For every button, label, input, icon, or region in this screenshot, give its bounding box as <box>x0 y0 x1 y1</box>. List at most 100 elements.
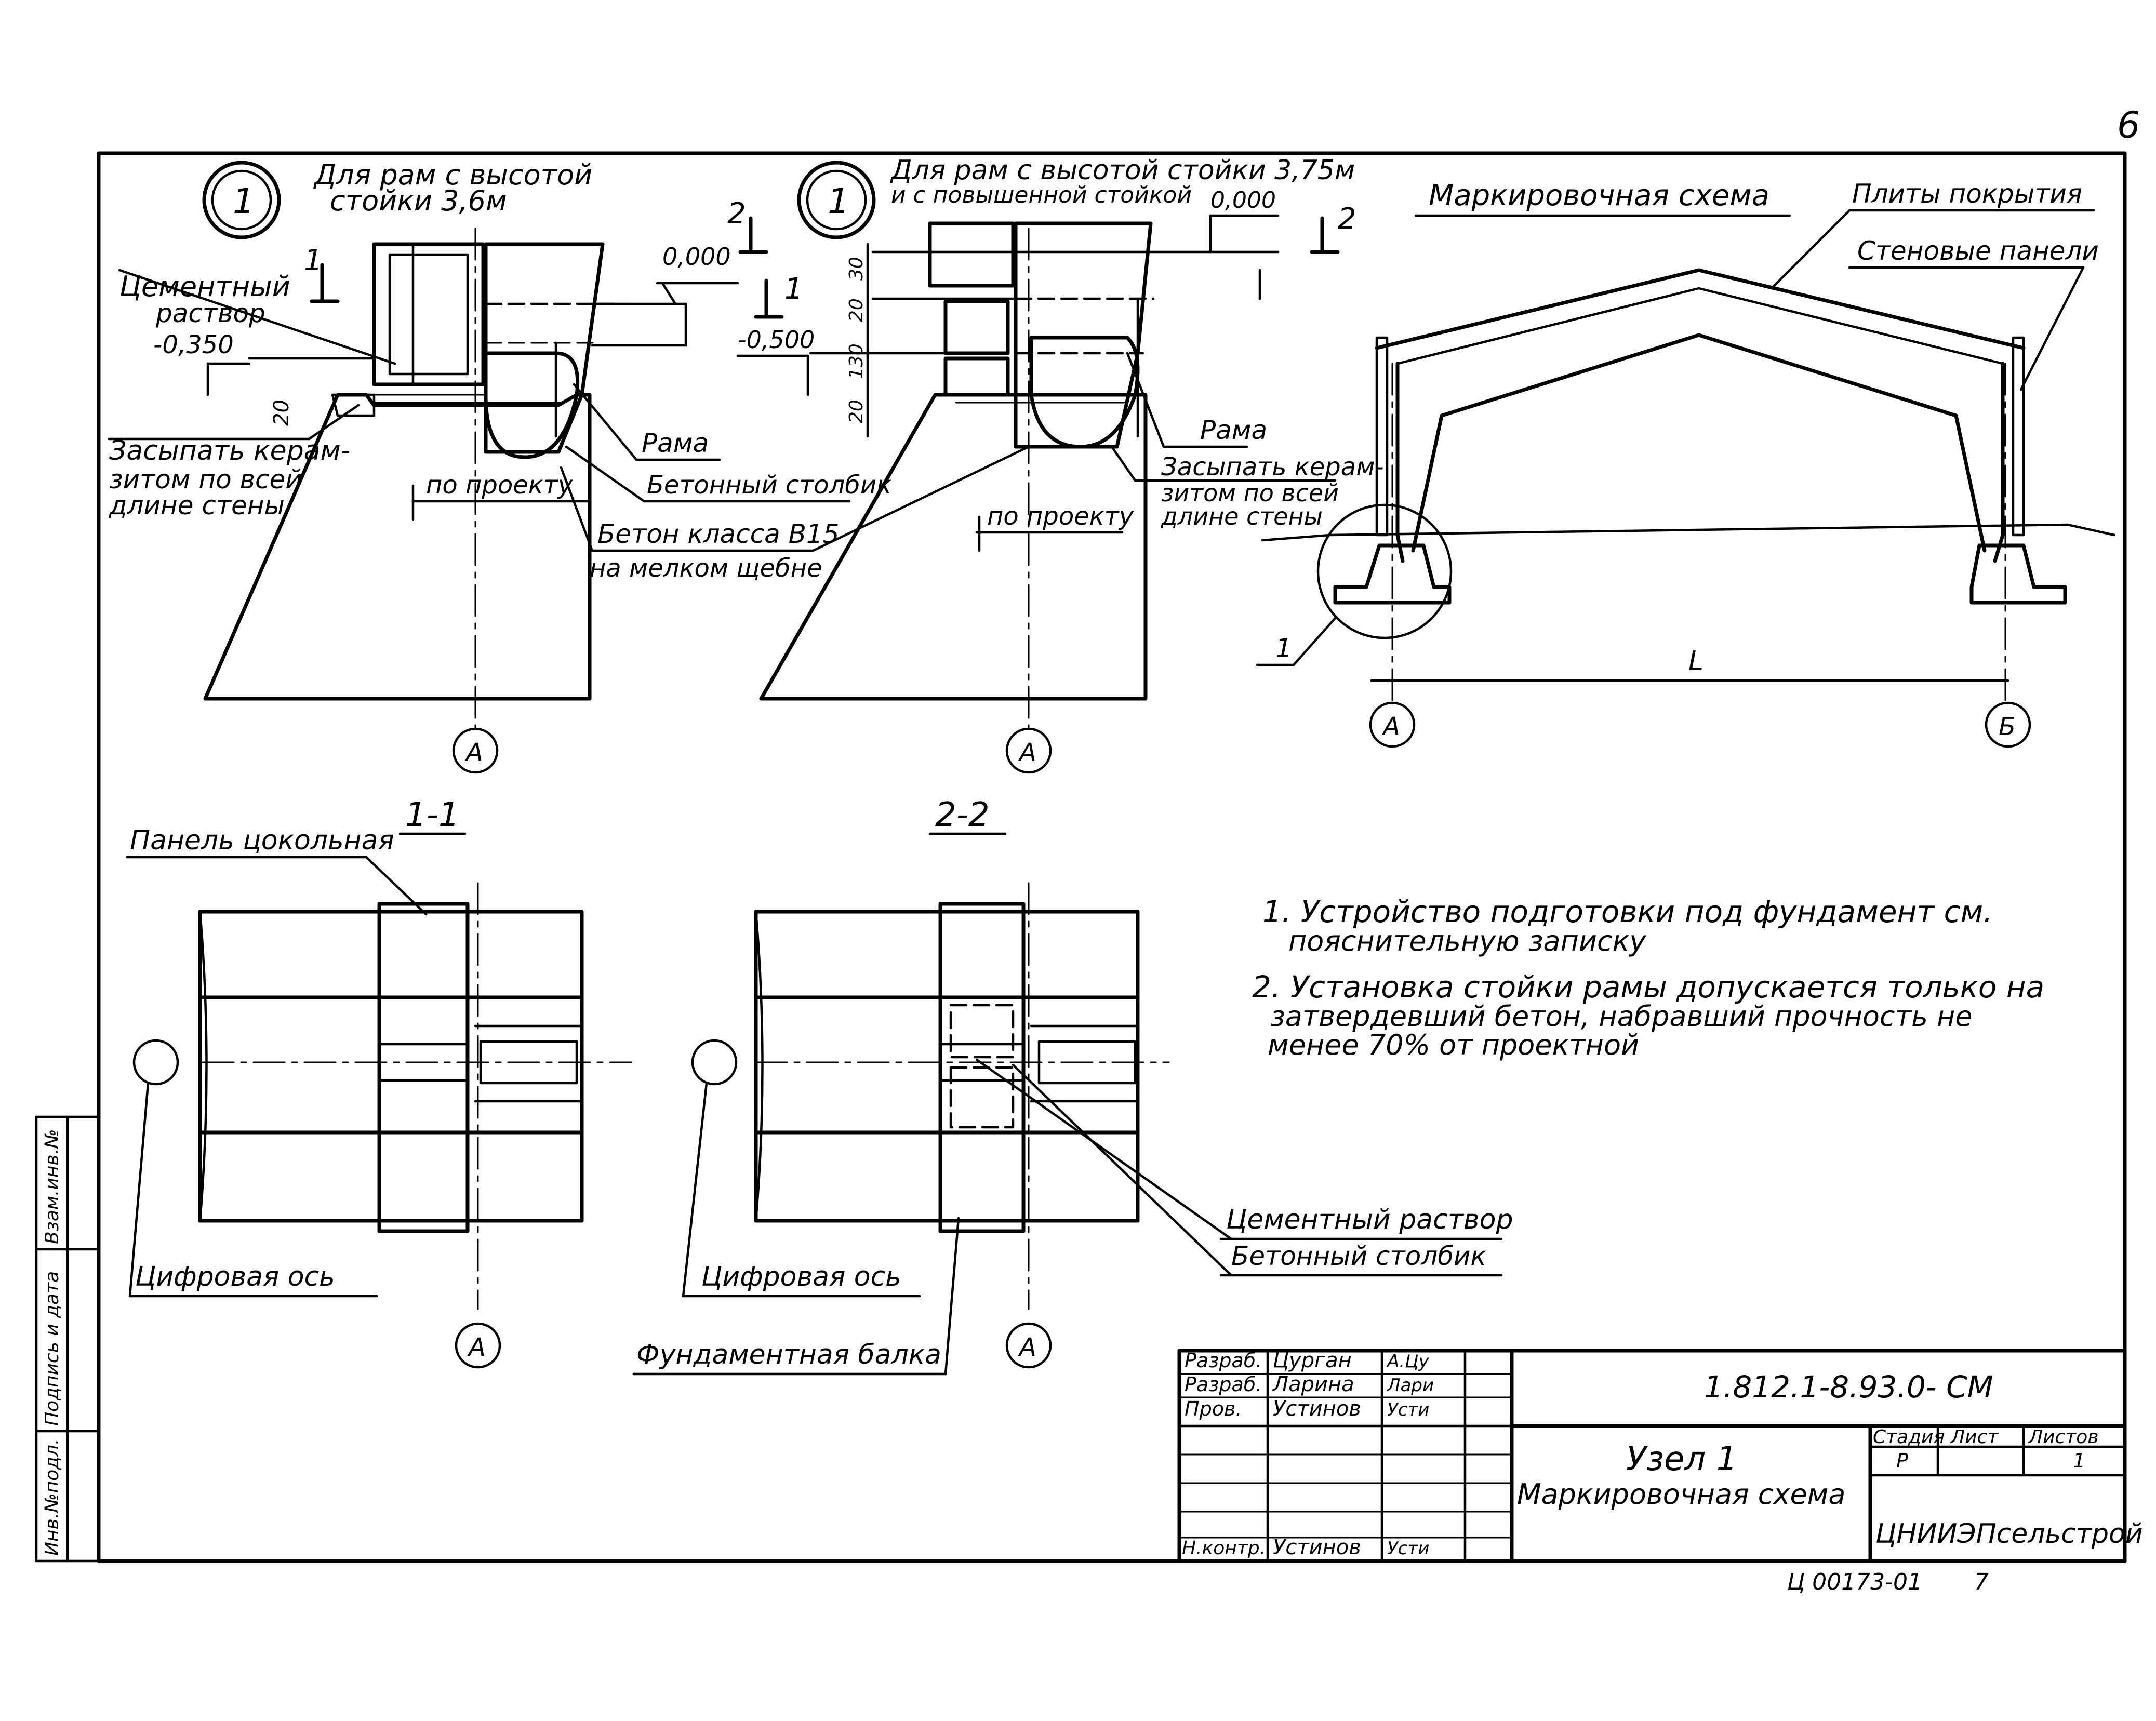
plinth-panel-left <box>372 242 485 386</box>
side-stamp: Инв.№подл. Подпись и дата Взам.инв.№ <box>35 1115 100 1563</box>
axis-bubble-right <box>1005 727 1052 774</box>
cement-label-s2: Цементный раствор <box>1226 1204 1513 1235</box>
section-2-2: 2-2 Цифровая ось Цементный раствор Бетон… <box>632 796 1513 1376</box>
axis-left-label: А <box>464 738 483 767</box>
section-1-title: 1-1 <box>405 796 460 834</box>
tb-role-2: Разраб. <box>1185 1373 1262 1396</box>
level-zero-right: 0,000 <box>1210 187 1276 214</box>
foundation-beam-label: Фундаментная балка <box>636 1339 941 1370</box>
frame-column-right <box>1014 221 1153 449</box>
archive-number: Ц 00173-01 <box>1787 1569 1922 1595</box>
cement-label-left-1: Цементный <box>119 270 290 303</box>
level-zero-left: 0,000 <box>662 243 731 271</box>
axis-bubble-s2 <box>1005 1322 1052 1369</box>
wall-panels-label: Стеновые панели <box>1857 236 2099 266</box>
axis-b-bubble <box>1985 701 2031 748</box>
archive-page: 7 <box>1974 1569 1989 1595</box>
detail-left-marker: 1 <box>233 181 255 221</box>
section-1-outline <box>198 910 584 1223</box>
wall-panel-right <box>2012 336 2025 537</box>
span-label: L <box>1688 646 1703 677</box>
axis-a-bubble <box>1369 701 1416 748</box>
fill-label-left-3: длине стены <box>109 490 285 521</box>
concrete-label-left-2: на мелком щебне <box>590 554 822 583</box>
title-block: Разраб. Цурган А.Цу Разраб. Ларина Лари … <box>1177 1349 2143 1563</box>
marking-scheme-title: Маркировочная схема <box>1429 179 1769 212</box>
concrete-label-left-1: Бетон класса В15 <box>597 519 840 549</box>
axis-bubble-s1 <box>455 1322 501 1369</box>
gable-frame <box>1395 362 1405 563</box>
detail-left: 1 Для рам с высотой стойки 3,6м 0,000 1 … <box>108 158 891 774</box>
detail-left-title-2: стойки 3,6м <box>330 184 507 217</box>
roof-line <box>1375 268 2026 350</box>
stamp-replacement: Взам.инв.№ <box>42 1129 63 1244</box>
tb-name-1: Цурган <box>1273 1349 1352 1372</box>
section-1-1: 1-1 Панель цокольная Цифровая ось А <box>126 796 632 1369</box>
footing-left <box>1333 543 1452 605</box>
note-2-line-3: менее 70% от проектной <box>1268 1029 1639 1061</box>
node-1-callout <box>1316 503 1453 639</box>
axis-b-label: Б <box>1999 712 2016 741</box>
stage-value: Р <box>1896 1449 1908 1472</box>
doc-name-2: Маркировочная схема <box>1517 1478 1846 1511</box>
drawing-frame <box>97 151 2127 1563</box>
tb-sign-3: Усти <box>1387 1399 1429 1420</box>
stage-header: Стадия <box>1873 1426 1945 1448</box>
sheet-header: Лист <box>1950 1426 1999 1448</box>
organization: ЦНИИЭПсельстрой <box>1875 1518 2143 1550</box>
dim-30: 30 <box>846 257 867 281</box>
digit-axis-label-2: Цифровая ось <box>701 1261 901 1292</box>
doc-name-1: Узел 1 <box>1626 1440 1737 1478</box>
marking-scheme: Маркировочная схема Плиты покрытия Стено… <box>1256 179 2116 748</box>
detail-right-title-1: Для рам с высотой стойки 3,75м <box>890 155 1355 186</box>
footing-right <box>1969 543 2067 605</box>
raised-column-block <box>928 221 1015 288</box>
section-mark-right-2b: 2 <box>1338 202 1356 236</box>
sheets-header: Листов <box>2028 1426 2098 1448</box>
note-1-line-2: пояснительную записку <box>1288 925 1646 957</box>
notes: 1. Устройство подготовки под фундамент с… <box>1252 894 2044 1061</box>
note-2-line-2: затвердевший бетон, набравший прочность … <box>1270 1000 1973 1033</box>
node-ref: 1 <box>1275 633 1292 663</box>
stamp-inventory: Инв.№подл. <box>42 1439 63 1556</box>
detail-right-marker: 1 <box>828 181 849 221</box>
fill-label-left-1: Засыпать керам- <box>109 435 350 466</box>
digit-axis-bubble-2 <box>691 1039 738 1086</box>
fill-label-right-1: Засыпать керам- <box>1161 452 1384 482</box>
tb-sign-1: А.Цу <box>1386 1351 1429 1372</box>
by-project-left: по проекту <box>426 471 573 500</box>
tb-role-7: Н.контр. <box>1182 1538 1266 1559</box>
detail-left-title-1: Для рам с высотой <box>313 158 592 191</box>
tb-sign-7: Усти <box>1387 1538 1429 1559</box>
level-low-right: -0,500 <box>738 326 815 354</box>
doc-code: 1.812.1-8.93.0- СМ <box>1704 1369 1993 1405</box>
fill-label-left-2: зитом по всей <box>109 464 302 495</box>
roof-plates-label: Плиты покрытия <box>1852 179 2082 209</box>
tb-role-3: Пров. <box>1185 1397 1242 1420</box>
sheets-value: 1 <box>2073 1449 2085 1472</box>
detail-right-title-2: и с повышенной стойкой <box>891 182 1192 208</box>
axis-s2-label: А <box>1018 1333 1036 1362</box>
fill-label-right-3: длине стены <box>1161 502 1323 530</box>
column-label-s2: Бетонный столбик <box>1231 1241 1486 1271</box>
note-1-line-1: 1. Устройство подготовки под фундамент с… <box>1262 894 1993 929</box>
tb-role-1: Разраб. <box>1185 1349 1262 1372</box>
axis-bubble-left <box>452 727 499 774</box>
frame-label-right: Рама <box>1200 415 1267 445</box>
section-2-outline <box>754 910 1140 1223</box>
tb-name-2: Ларина <box>1272 1372 1354 1396</box>
digit-axis-bubble-1 <box>132 1039 179 1086</box>
stamp-signature-date: Подпись и дата <box>42 1271 63 1426</box>
digit-axis-label-1: Цифровая ось <box>135 1261 335 1292</box>
plinth-panel-label: Панель цокольная <box>130 825 394 856</box>
note-2-line-1: 2. Установка стойки рамы допускается тол… <box>1252 969 2044 1005</box>
sheet-number: 6 <box>2117 104 2140 146</box>
frame-label-left: Рама <box>642 428 709 458</box>
axis-s1-label: А <box>467 1333 486 1362</box>
section-mark-left: 1 <box>304 244 323 277</box>
frame-column-left <box>484 242 605 454</box>
dim-20a: 20 <box>846 298 867 322</box>
axis-right-label: А <box>1018 738 1036 767</box>
detail-right: 1 Для рам с высотой стойки 3,75м и с пов… <box>727 155 1384 774</box>
